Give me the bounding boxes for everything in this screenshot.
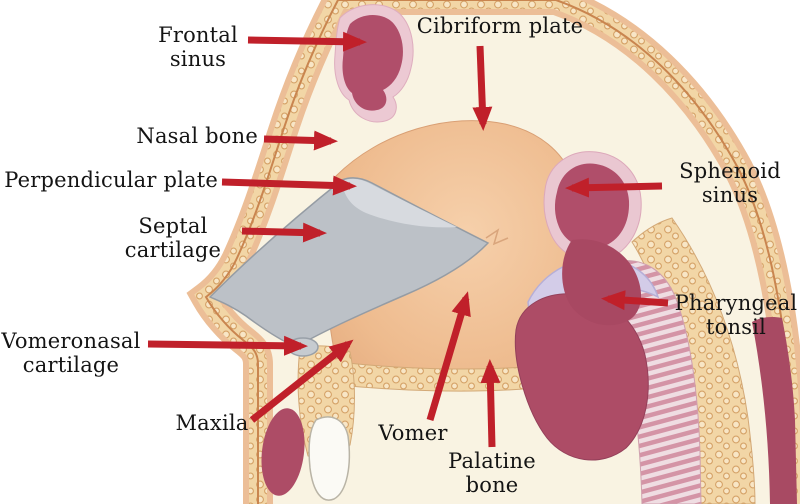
label-perpendicular-plate: Perpendicular plate bbox=[4, 168, 218, 192]
arrow-frontal-sinus bbox=[247, 31, 367, 52]
lip-muscle bbox=[261, 408, 305, 496]
arrow-septal-cartilage bbox=[241, 222, 327, 243]
arrow-vomeronasal-cartilage bbox=[147, 335, 308, 356]
label-maxila: Maxila bbox=[175, 411, 249, 435]
label-septal-cartilage: Septal cartilage bbox=[124, 214, 222, 262]
label-frontal-sinus: Frontal sinus bbox=[158, 23, 238, 71]
arrow-maxila bbox=[249, 339, 354, 423]
skin-outline bbox=[204, 0, 795, 504]
arrow-cibriform-plate bbox=[472, 45, 493, 131]
sphenoid-sinus-shape bbox=[554, 163, 630, 249]
label-palatine-bone: Palatine bone bbox=[448, 449, 536, 497]
arrow-pharyngeal-tonsil bbox=[601, 290, 669, 311]
arrow-vomer bbox=[426, 291, 471, 421]
label-cibriform-plate: Cibriform plate bbox=[416, 14, 584, 38]
cartilage-highlight bbox=[342, 178, 457, 228]
arrow-palatine-bone bbox=[480, 359, 501, 448]
arrow-perpendicular-plate bbox=[221, 175, 357, 196]
label-nasal-bone: Nasal bone bbox=[136, 124, 258, 148]
arrow-sphenoid-sinus bbox=[565, 177, 663, 198]
label-vomeronasal-cartilage: Vomeronasal cartilage bbox=[1, 329, 141, 377]
posterior-muscle-strip bbox=[752, 317, 797, 504]
suture-line bbox=[485, 228, 509, 246]
arrow-nasal-bone bbox=[263, 130, 338, 151]
label-pharyngeal-tonsil: Pharyngeal tonsil bbox=[674, 291, 798, 339]
label-vomer: Vomer bbox=[378, 421, 448, 445]
incisor-tooth bbox=[308, 416, 351, 501]
label-sphenoid-sinus: Sphenoid sinus bbox=[679, 159, 781, 207]
